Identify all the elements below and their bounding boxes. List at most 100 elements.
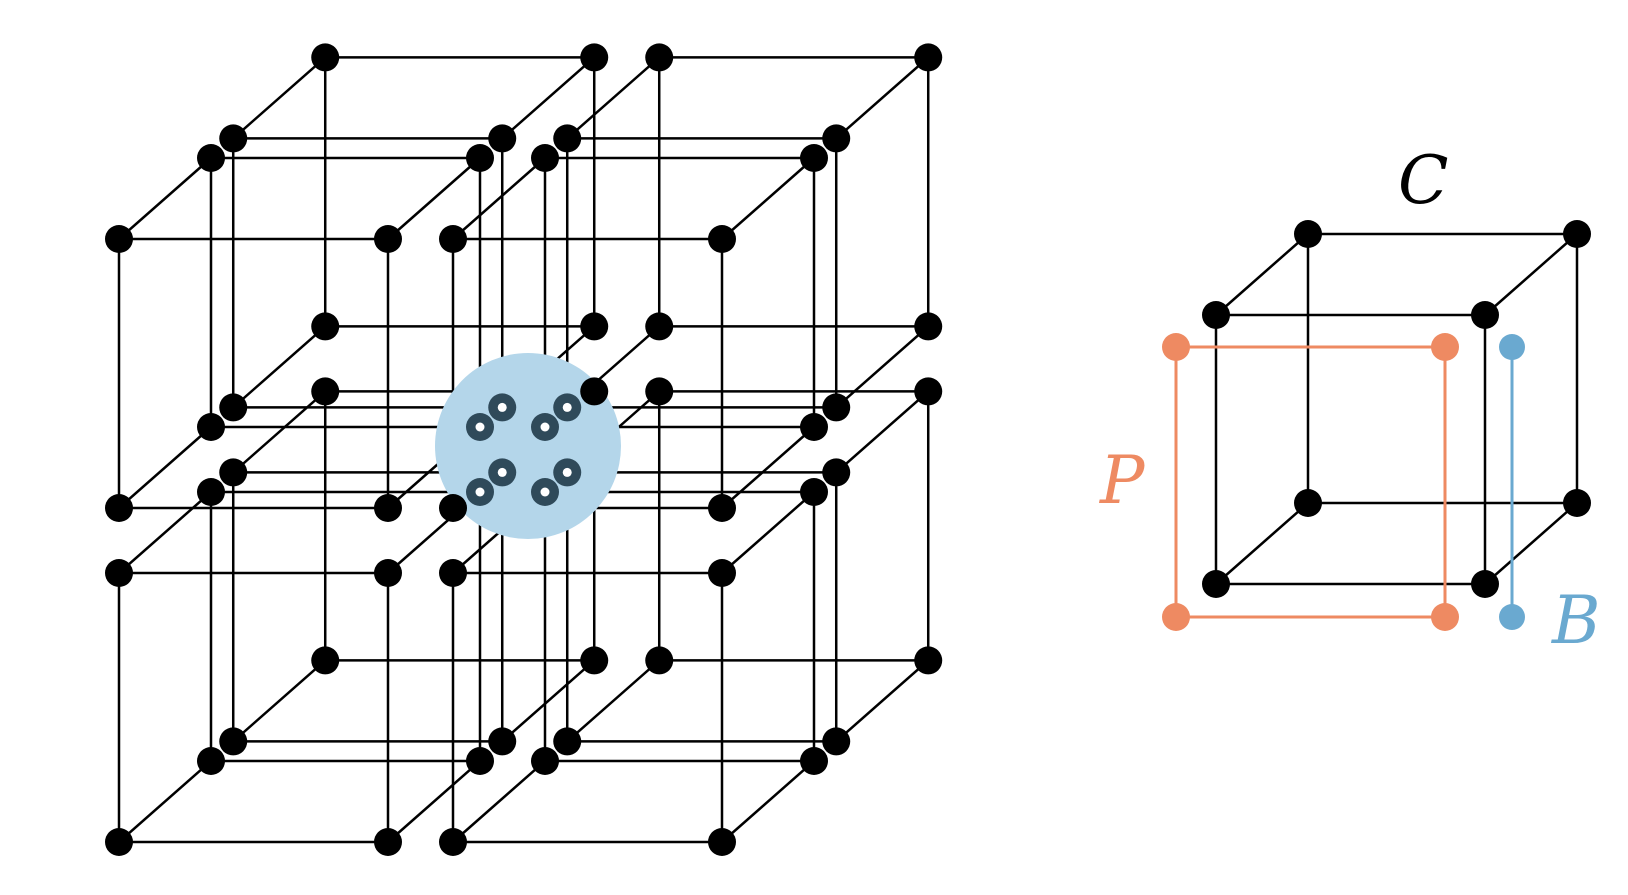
lattice-vertex bbox=[439, 828, 467, 856]
lattice-vertex bbox=[914, 43, 943, 72]
highlighted-vertex-center bbox=[562, 402, 572, 412]
cube-vertex bbox=[1471, 301, 1499, 329]
lattice-vertex bbox=[645, 377, 674, 406]
lattice-vertex bbox=[914, 312, 943, 341]
highlighted-vertex-center bbox=[540, 422, 550, 432]
bond-vertex bbox=[1499, 604, 1525, 630]
lattice-vertex bbox=[219, 124, 248, 153]
lattice-edge bbox=[232, 659, 327, 743]
plaquette-square bbox=[1174, 345, 1447, 619]
lattice-vertex bbox=[708, 559, 736, 587]
lattice-vertex bbox=[800, 747, 828, 775]
cube-vertex bbox=[1563, 489, 1591, 517]
bond-b bbox=[1499, 334, 1525, 630]
cube-edge bbox=[1215, 233, 1309, 316]
cube-vertex bbox=[1294, 220, 1322, 248]
lattice-edge bbox=[835, 659, 930, 743]
lattice-vertex bbox=[645, 646, 674, 675]
highlighted-vertices bbox=[466, 393, 582, 506]
cube-edges bbox=[1214, 232, 1579, 586]
highlighted-vertex-center bbox=[497, 402, 507, 412]
cube-vertex bbox=[1294, 489, 1322, 517]
lattice-vertex bbox=[219, 393, 248, 422]
lattice-edge bbox=[118, 426, 212, 509]
cube-label: C bbox=[1398, 142, 1449, 219]
lattice-vertex bbox=[800, 144, 828, 172]
lattice-edge bbox=[566, 659, 661, 743]
lattice-vertex bbox=[439, 225, 467, 253]
cube-vertices bbox=[1202, 220, 1591, 598]
lattice-vertex bbox=[311, 312, 340, 341]
lattice-edge bbox=[387, 157, 481, 240]
lattice-edge bbox=[118, 157, 212, 240]
single-cube-c bbox=[1202, 220, 1591, 598]
lattice-vertex bbox=[197, 747, 225, 775]
lattice-vertex bbox=[488, 124, 517, 153]
lattice-vertex bbox=[914, 377, 943, 406]
lattice-vertex bbox=[105, 225, 133, 253]
lattice-vertex bbox=[580, 377, 609, 406]
lattice-vertex bbox=[822, 727, 851, 756]
bond-vertices bbox=[1499, 334, 1525, 630]
lattice-vertex bbox=[374, 828, 402, 856]
lattice-edge bbox=[721, 426, 815, 509]
lattice-edge bbox=[118, 760, 212, 843]
lattice-edge bbox=[232, 390, 327, 474]
lattice-edge bbox=[721, 760, 815, 843]
lattice-vertex bbox=[219, 727, 248, 756]
highlighted-vertex-center bbox=[562, 467, 572, 477]
bond-label: B bbox=[1552, 582, 1601, 659]
plaquette-p bbox=[1162, 333, 1459, 631]
lattice-vertex bbox=[580, 43, 609, 72]
lattice-vertex bbox=[553, 727, 582, 756]
lattice-vertex bbox=[466, 144, 494, 172]
lattice-vertex bbox=[105, 828, 133, 856]
lattice-vertex bbox=[580, 646, 609, 675]
highlighted-vertex-center bbox=[475, 487, 485, 497]
plaquette-vertices bbox=[1162, 333, 1459, 631]
lattice-vertex bbox=[197, 144, 225, 172]
plaquette-vertex bbox=[1162, 603, 1190, 631]
cube-vertex bbox=[1563, 220, 1591, 248]
lattice-vertex bbox=[800, 413, 828, 441]
plaquette-label: P bbox=[1100, 442, 1145, 519]
lattice-vertex bbox=[197, 478, 225, 506]
lattice-vertex bbox=[708, 828, 736, 856]
lattice-edge bbox=[387, 760, 481, 843]
lattice-edge bbox=[721, 157, 815, 240]
lattice-edge bbox=[721, 491, 815, 574]
lattice-vertex bbox=[374, 225, 402, 253]
lattice-vertex bbox=[311, 646, 340, 675]
lattice-vertex bbox=[105, 559, 133, 587]
lattice-vertex bbox=[580, 312, 609, 341]
lattice-edge bbox=[835, 390, 930, 474]
lattice-vertex bbox=[466, 747, 494, 775]
lattice-edge bbox=[501, 56, 596, 140]
lattice-vertex bbox=[822, 393, 851, 422]
lattice-vertex bbox=[822, 458, 851, 487]
lattice-vertex bbox=[219, 458, 248, 487]
lattice-vertex bbox=[439, 559, 467, 587]
cube-vertex bbox=[1471, 570, 1499, 598]
lattice-vertex bbox=[197, 413, 225, 441]
lattice-vertex bbox=[311, 377, 340, 406]
lattice-vertex bbox=[531, 747, 559, 775]
cube-edge bbox=[1484, 233, 1578, 316]
lattice-edge bbox=[501, 659, 596, 743]
lattice-vertex bbox=[311, 43, 340, 72]
lattice-edge bbox=[835, 325, 930, 409]
lattice-vertex bbox=[553, 124, 582, 153]
highlighted-vertex-center bbox=[540, 487, 550, 497]
lattice-vertex bbox=[708, 225, 736, 253]
lattice-edge bbox=[118, 491, 212, 574]
lattice-edge bbox=[232, 56, 327, 140]
lattice-edge bbox=[566, 56, 661, 140]
lattice-vertex bbox=[800, 478, 828, 506]
cube-edge bbox=[1215, 502, 1309, 585]
lattice-vertex bbox=[374, 559, 402, 587]
lattice-edge bbox=[452, 760, 546, 843]
lattice-vertex bbox=[645, 43, 674, 72]
highlighted-vertex-center bbox=[497, 467, 507, 477]
lattice-vertex bbox=[531, 144, 559, 172]
lattice-vertex bbox=[914, 646, 943, 675]
